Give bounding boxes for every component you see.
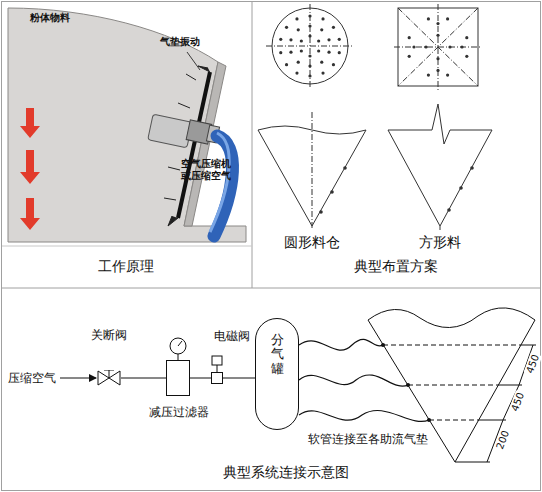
node-label: 减压过滤器 [149,405,209,419]
pipe-connector [121,378,166,379]
divider [2,288,540,289]
caption-text: 工作原理 [98,258,154,275]
label-text: 粉体物料 [30,12,70,24]
node-label: 关断阀 [91,328,127,342]
air-tank: 分气罐 [255,318,299,430]
caption-text: 典型系统连接示意图 [223,464,349,481]
caption-text: 圆形料仓 [284,234,340,251]
pressure-gauge [170,338,186,360]
label-text: 软管连接至各助流气垫 [308,432,428,446]
pad-point [381,343,431,422]
pipe-connector [223,378,255,379]
node-label: 电磁阀 [214,329,250,343]
solenoid-coil [212,356,222,372]
hose [299,339,429,421]
dimension-text: 450 [509,390,527,414]
node-label: 分气罐 [271,333,284,376]
filter-regulator: 减压过滤器 [166,360,190,396]
label-text: 压缩空气 [8,371,56,385]
bin-top-view [266,4,482,90]
air-pad-dots [279,14,468,77]
pipe-connector [190,378,211,379]
bin-wall-section [8,8,246,242]
flow-arrow [20,108,40,230]
caption-text: 方形料 [419,234,461,251]
divider [252,2,253,288]
air-pad-dots [319,166,474,214]
air-inlet-arrow [60,378,96,379]
label-text: 气垫振动 [160,36,200,48]
dimension-text: 450 [524,352,542,376]
leader-line [187,52,200,70]
dimension-text: 200 [494,428,512,452]
bin-side-view [258,104,492,230]
caption-text: 典型布置方案 [354,258,438,275]
solenoid-valve: 电磁阀 [211,372,223,384]
valve-symbol [97,370,121,386]
divider [2,246,252,247]
shutoff-valve: 关断阀 [97,370,121,386]
label-text: 空气压缩机 或压缩空气 [175,158,237,182]
